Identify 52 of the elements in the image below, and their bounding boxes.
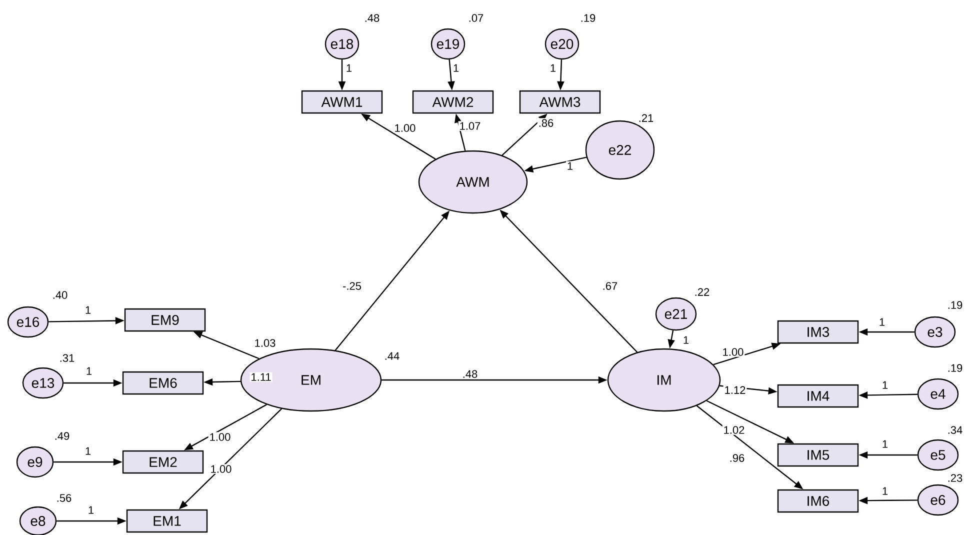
edge-label: 1.11 (250, 372, 272, 382)
edge-label: .67 (601, 281, 619, 291)
edge-label: 1 (84, 366, 94, 376)
edge-label: .48 (461, 369, 479, 379)
variance-label: .31 (60, 354, 74, 362)
edge-label: 1 (880, 486, 890, 496)
observed-box: AWM1 (301, 90, 383, 114)
edge-label: .96 (728, 453, 746, 463)
observed-box: AWM3 (519, 90, 601, 114)
edge-label: 1 (566, 161, 574, 171)
edge-label: .86 (537, 118, 555, 128)
observed-box: AWM2 (412, 90, 494, 114)
edge-label: 1.00 (208, 432, 232, 442)
variance-label: .34 (948, 426, 962, 434)
observed-box: EM2 (122, 450, 204, 474)
edge-label: 1 (84, 305, 92, 315)
edge-label: 1 (86, 505, 96, 515)
edge-label: 1.07 (458, 121, 482, 131)
edge-label: 1 (452, 63, 460, 73)
variance-label: .19 (581, 14, 596, 22)
variance-label: .19 (948, 301, 962, 309)
edge-label: 1 (878, 317, 886, 327)
observed-box: IM5 (777, 443, 859, 467)
edge-label: 1 (84, 446, 92, 456)
variance-label: .40 (53, 291, 68, 299)
edge-label: 1.00 (209, 464, 233, 474)
variance-label: .56 (57, 494, 72, 502)
edge-label: 1 (682, 335, 690, 345)
observed-box: IM6 (777, 489, 859, 513)
variance-label: .22 (695, 288, 710, 296)
variance-label: .48 (365, 14, 380, 22)
observed-box: EM6 (122, 371, 204, 395)
edge-label: 1.00 (393, 123, 417, 133)
observed-box: IM4 (777, 384, 859, 408)
variance-label: .21 (639, 114, 654, 122)
edge-label: -.25 (342, 281, 362, 291)
observed-box: EM1 (126, 509, 208, 533)
edge-label: 1.02 (722, 425, 746, 435)
variance-label: .07 (469, 14, 484, 22)
variance-label: .19 (948, 364, 962, 372)
edge-label: 1 (880, 439, 890, 449)
edge-label: 1.03 (253, 338, 277, 348)
variance-label: .23 (948, 474, 962, 482)
edge-label: 1 (548, 63, 558, 73)
observed-box: EM9 (124, 308, 206, 332)
variance-label: .44 (385, 352, 400, 360)
edge-label: 1.00 (721, 347, 745, 357)
edge-label: 1 (880, 380, 890, 390)
edge-label: 1 (344, 63, 354, 73)
observed-box: IM3 (777, 320, 859, 344)
edge-label: 1.12 (723, 385, 747, 395)
variance-label: .49 (55, 432, 70, 440)
